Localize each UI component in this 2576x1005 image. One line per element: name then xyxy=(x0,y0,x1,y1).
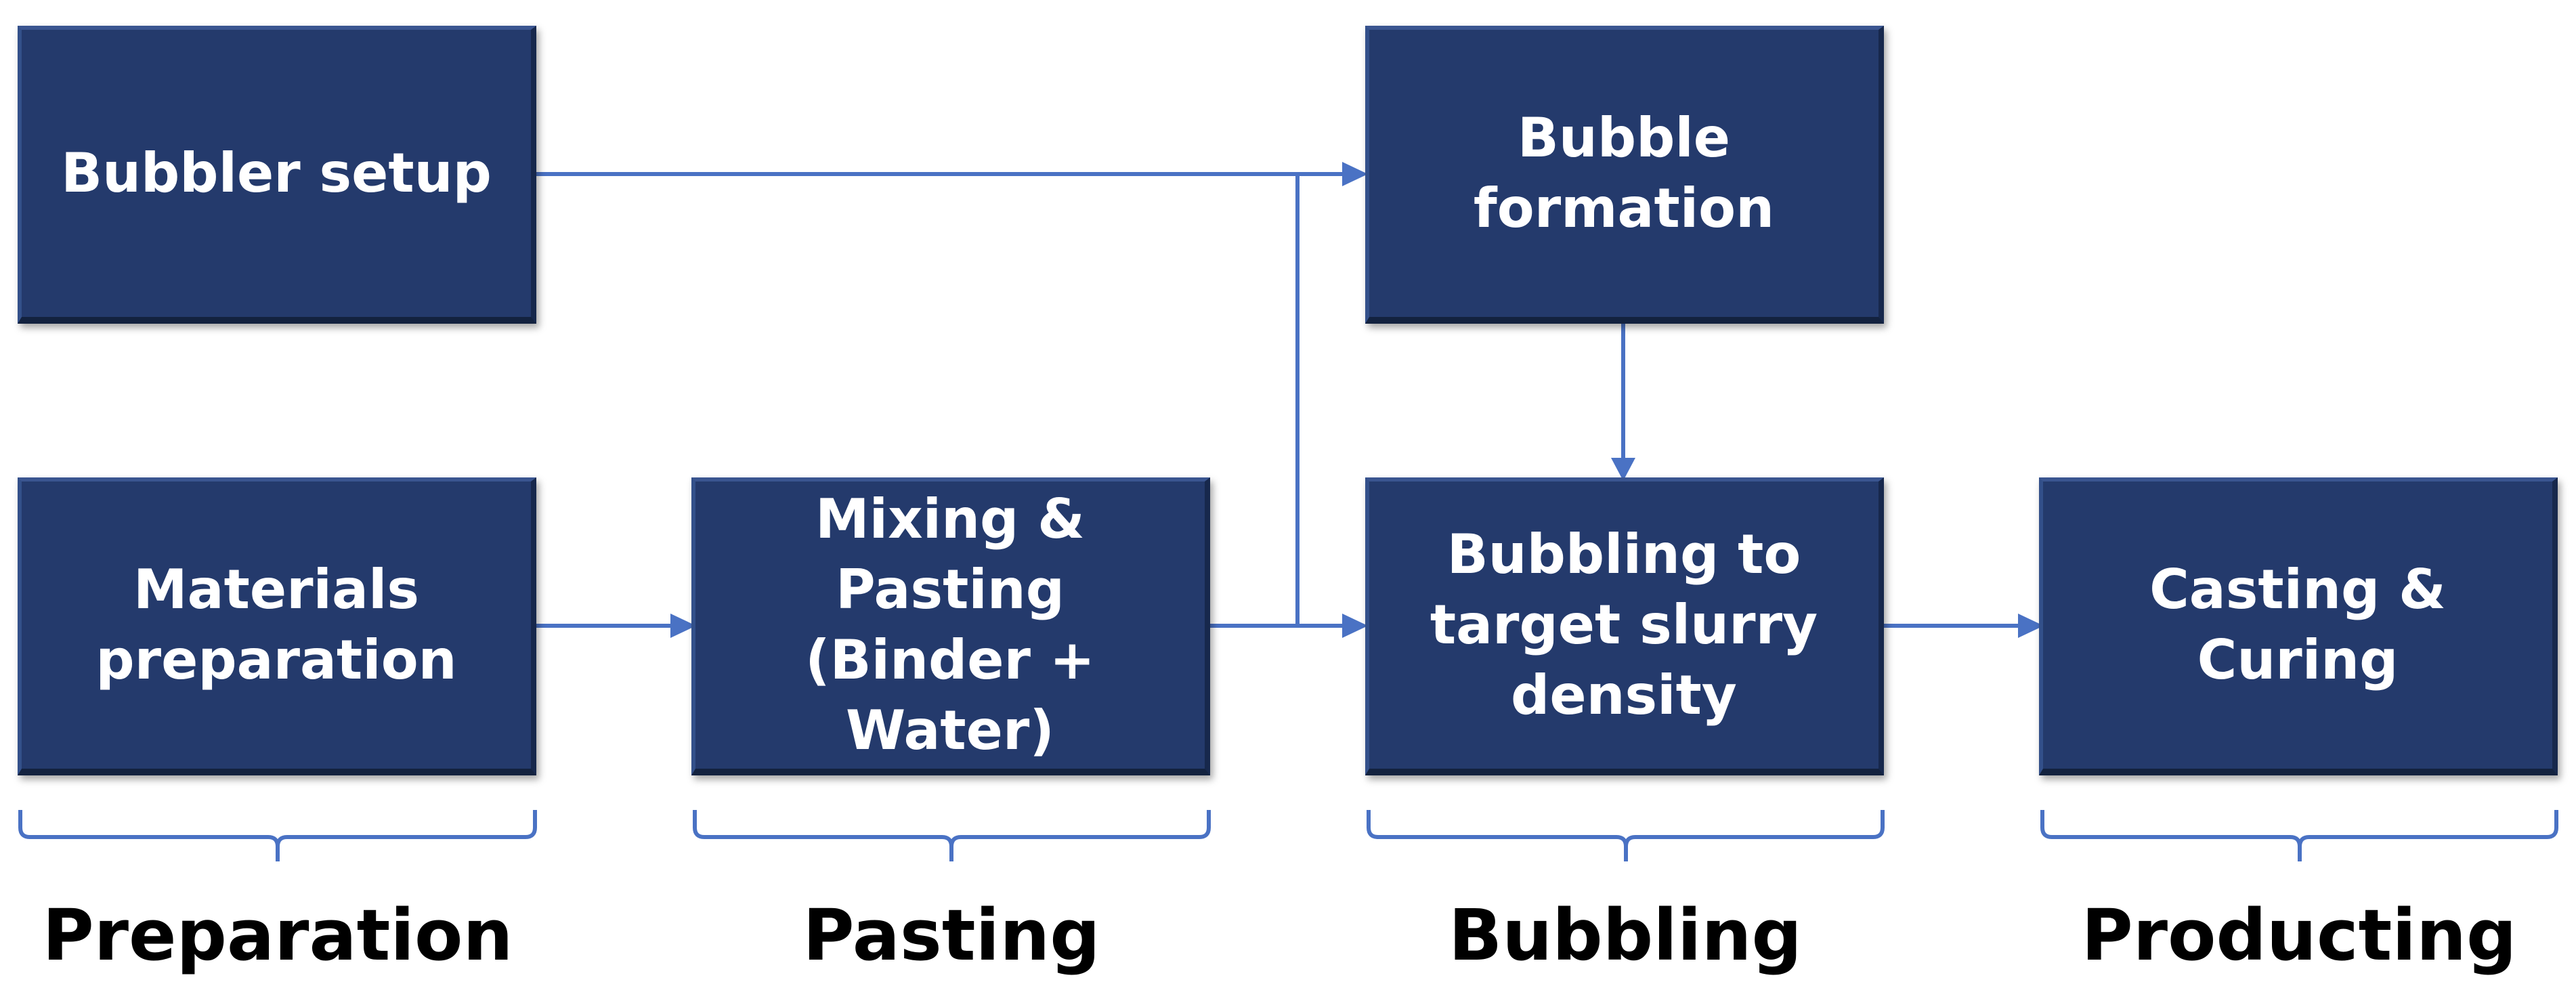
node-bubbling-target-label: Bubbling to target slurry density xyxy=(1430,523,1818,727)
bracket-preparation xyxy=(18,810,537,861)
arrowhead-bubbling-left xyxy=(1342,614,1368,638)
node-bubbling-target: Bubbling to target slurry density xyxy=(1365,477,1884,775)
arrowhead-formation xyxy=(1342,162,1368,186)
arrowhead-bubbling-top xyxy=(1611,458,1635,481)
node-materials-preparation: Materials preparation xyxy=(18,477,536,775)
node-bubble-formation: Bubble formation xyxy=(1365,26,1884,324)
node-materials-preparation-label: Materials preparation xyxy=(95,558,457,691)
bracket-pasting xyxy=(693,810,1211,861)
node-casting-curing: Casting & Curing xyxy=(2039,477,2558,775)
node-bubble-formation-label: Bubble formation xyxy=(1473,106,1775,240)
stage-label-pasting: Pasting xyxy=(802,894,1100,977)
node-mixing-pasting: Mixing & Pasting (Binder + Water) xyxy=(691,477,1210,775)
stage-label-bubbling: Bubbling xyxy=(1448,894,1802,977)
node-bubbler-setup: Bubbler setup xyxy=(18,26,536,324)
bracket-bubbling xyxy=(1367,810,1885,861)
bracket-producting xyxy=(2040,810,2558,861)
node-bubbler-setup-label: Bubbler setup xyxy=(61,142,492,205)
arrowhead-casting xyxy=(2018,614,2044,638)
stage-label-producting: Producting xyxy=(2081,894,2517,977)
node-mixing-pasting-label: Mixing & Pasting (Binder + Water) xyxy=(805,488,1095,762)
node-casting-curing-label: Casting & Curing xyxy=(2149,558,2446,691)
arrowhead-mixing xyxy=(670,614,696,638)
stage-label-preparation: Preparation xyxy=(42,894,513,977)
